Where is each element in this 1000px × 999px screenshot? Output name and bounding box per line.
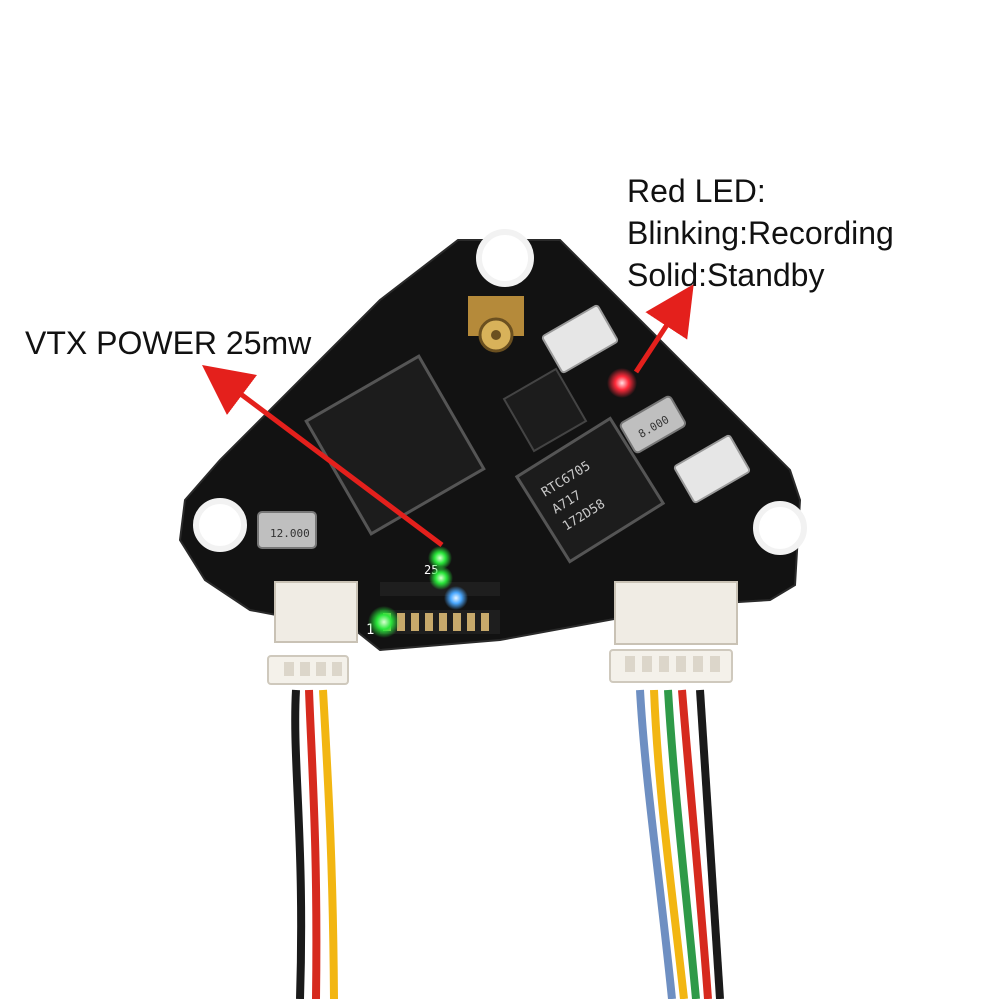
red-led-solid-desc: Solid:Standby bbox=[627, 257, 825, 293]
red-led-blinking-desc: Blinking:Recording bbox=[627, 215, 894, 251]
wire-blue-right bbox=[636, 689, 676, 999]
mount-hole-left bbox=[193, 498, 247, 552]
vtx-chip bbox=[514, 416, 666, 564]
wire-black-right bbox=[696, 689, 724, 999]
green-led-power bbox=[368, 606, 400, 638]
red-led-title: Red LED: bbox=[627, 173, 766, 209]
button-top bbox=[541, 304, 619, 374]
crystal-right: 8.000 bbox=[619, 395, 687, 454]
vtx-power-label: VTX POWER 25mw bbox=[25, 325, 312, 361]
pcb-connector-left bbox=[274, 581, 358, 643]
left-connector bbox=[267, 655, 349, 685]
flight-controller-pcb: RTC6705 A717 172D58 12.000 8.000 1 bbox=[178, 229, 807, 652]
crystal-left: 12.000 bbox=[257, 511, 317, 549]
left-wire-harness bbox=[291, 689, 338, 999]
right-wire-harness bbox=[636, 689, 724, 999]
blue-led bbox=[444, 586, 468, 610]
right-connector bbox=[609, 649, 733, 683]
vtx-power-arrow bbox=[202, 365, 444, 547]
wire-yellow-left bbox=[319, 689, 338, 999]
red-status-led bbox=[607, 368, 637, 398]
wire-green-right bbox=[664, 689, 700, 999]
wire-yellow-right bbox=[650, 689, 688, 999]
mount-hole-right bbox=[753, 501, 807, 555]
green-led-25mw-1 bbox=[428, 546, 452, 570]
mcu-chip bbox=[304, 354, 486, 536]
small-chip bbox=[502, 367, 588, 453]
wire-black-left bbox=[291, 689, 306, 999]
crystal-left-label: 12.000 bbox=[270, 527, 310, 540]
green-led-25mw-2 bbox=[429, 566, 453, 590]
button-bottom bbox=[673, 434, 751, 504]
ufl-antenna-connector bbox=[468, 296, 524, 353]
red-led-arrow bbox=[633, 284, 694, 374]
pcb-outline bbox=[178, 239, 802, 652]
wire-red-left bbox=[305, 689, 321, 999]
mount-hole-top bbox=[476, 229, 534, 287]
red-led-callout: Red LED: Blinking:Recording Solid:Standb… bbox=[627, 170, 894, 296]
wire-red-right bbox=[678, 689, 712, 999]
pcb-connector-right bbox=[614, 581, 738, 645]
